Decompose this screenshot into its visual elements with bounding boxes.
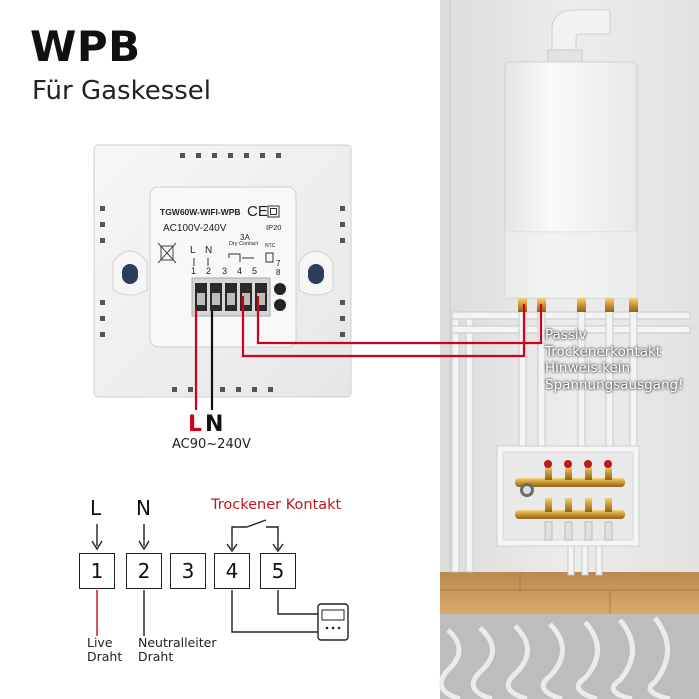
device-terminal-label-n: N	[205, 245, 213, 256]
live-input-label: L	[188, 412, 203, 437]
input-voltage-label: AC90~240V	[172, 437, 251, 452]
floor-boards	[440, 572, 699, 614]
note-line-4: Spannungsausgang!	[545, 376, 684, 393]
dry-contact-note: Passiv Trockenerkontakt Hinweis:kein Spa…	[545, 327, 683, 393]
device-terminal-number-4: 4	[237, 266, 243, 276]
manifold-cabinet	[496, 445, 640, 547]
page-title: WPB	[30, 22, 141, 71]
note-line-2: Trockenerkontakt	[545, 343, 662, 360]
red-wires	[194, 296, 543, 410]
diagram-terminal-3: 3	[170, 553, 206, 589]
device-terminal-number-2: 2	[206, 266, 212, 276]
voltage-rating-label: AC100V-240V	[163, 223, 227, 234]
device-terminal-number-1: 1	[191, 266, 197, 276]
diagram-terminal-2: 2	[126, 553, 162, 589]
weee-bin-icon	[157, 242, 177, 264]
neutral-wire-label: Neutralleiter Draht	[138, 635, 217, 664]
device-terminal-number-7: 7	[276, 259, 281, 268]
thermostat-back-plate	[93, 144, 352, 398]
diagram-label-n: N	[136, 496, 151, 520]
boiler-flue	[547, 9, 611, 63]
diagram-terminal-1: 1	[79, 553, 115, 589]
page-subtitle: Für Gaskessel	[32, 76, 212, 106]
neutral-input-label: N	[205, 412, 224, 437]
device-terminal-number-8: 8	[276, 268, 281, 277]
device-terminal-number-3: 3	[222, 266, 228, 276]
device-terminal-number-5: 5	[252, 266, 258, 276]
diagram-terminal-5: 5	[260, 553, 296, 589]
dry-contact-title: Trockener Kontakt	[211, 497, 342, 513]
boiler-small-icon	[317, 603, 349, 641]
ce-mark: CE	[247, 203, 268, 220]
note-line-3: Hinweis:kein	[545, 360, 631, 376]
live-wire-label: Live Draht	[87, 635, 123, 664]
current-rating-label: 3A	[240, 233, 250, 242]
note-line-1: Passiv	[545, 327, 587, 343]
wall-pipes	[451, 299, 691, 576]
device-model-label: TGW60W-WIFI-WPB	[160, 207, 241, 217]
device-terminal-label-l: L	[190, 245, 196, 256]
heating-loops	[438, 616, 671, 699]
ip-rating-label: IP20	[266, 223, 282, 232]
wiring-diagram-lines	[91, 519, 318, 633]
diagram-label-l: L	[90, 496, 102, 520]
dry-contact-label: Dry Contact	[229, 241, 259, 247]
diagram-terminal-4: 4	[214, 553, 250, 589]
ntc-label: NTC	[265, 243, 276, 249]
